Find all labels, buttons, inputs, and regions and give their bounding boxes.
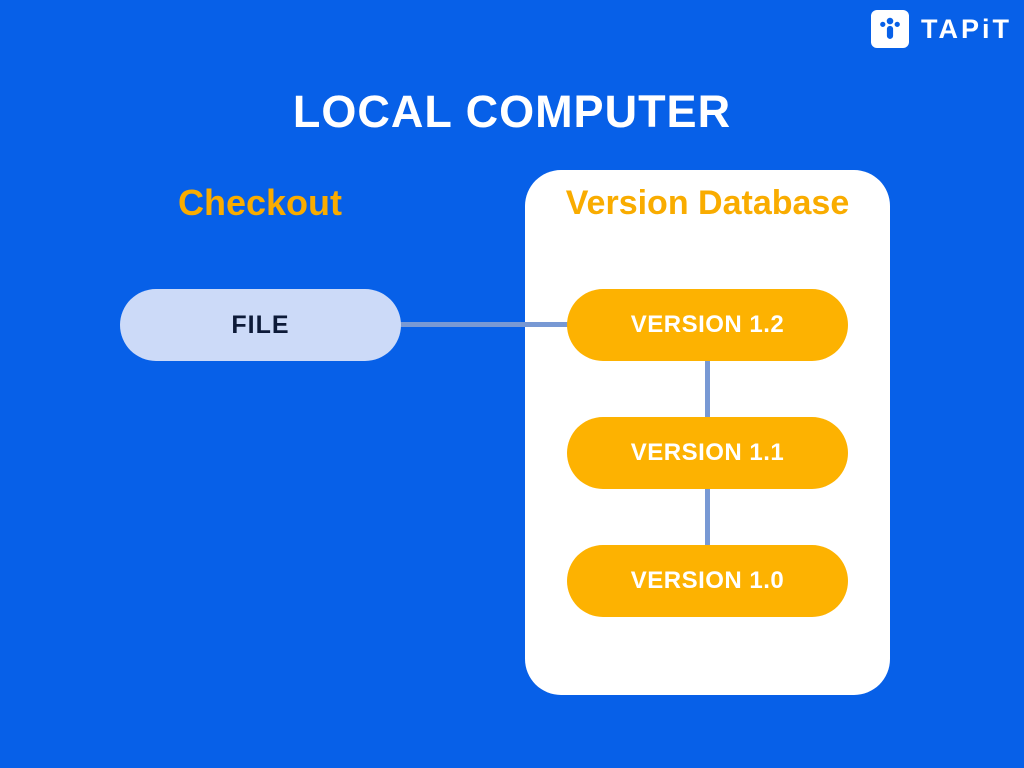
connector-v12-to-v11 [705, 355, 710, 423]
connector-file-to-v12 [392, 322, 577, 327]
version-1-1-node: VERSION 1.1 [567, 417, 848, 489]
brand-logo: TAPiT [871, 10, 1012, 48]
tapit-logo-icon [871, 10, 909, 48]
checkout-heading: Checkout [177, 182, 343, 223]
page-title: LOCAL COMPUTER [292, 86, 732, 137]
brand-name: TAPiT [921, 13, 1012, 44]
version-1-0-node: VERSION 1.0 [567, 545, 848, 617]
version-1-2-node: VERSION 1.2 [567, 289, 848, 361]
version-database-heading: Version Database [565, 184, 850, 222]
file-node: FILE [120, 289, 401, 361]
connector-v11-to-v10 [705, 483, 710, 551]
